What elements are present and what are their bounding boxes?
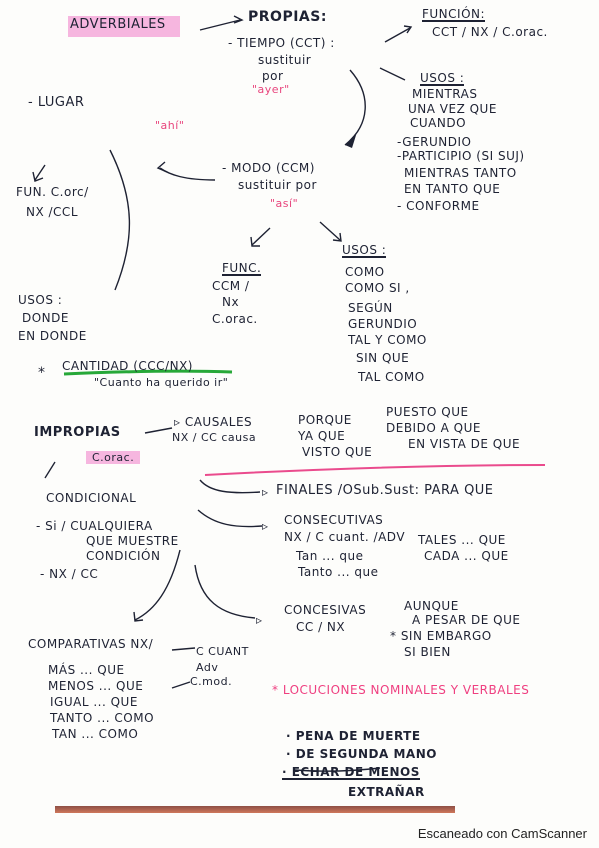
en-tanto-que: EN TANTO QUE xyxy=(404,182,501,196)
locuciones-heading: * LOCUCIONES NOMINALES Y VERBALES xyxy=(272,683,530,697)
usos-modo-3: SEGÚN xyxy=(348,301,393,315)
lugar-label: - LUGAR xyxy=(28,95,85,110)
usos-modo-6: SIN QUE xyxy=(356,351,410,365)
func-modo-1: CCM / xyxy=(212,279,250,293)
usos-lugar-2: EN DONDE xyxy=(18,329,87,343)
causales-word-6: EN VISTA DE QUE xyxy=(408,437,521,451)
scanner-watermark: Escaneado con CamScanner xyxy=(417,826,587,841)
ayer-example: "ayer" xyxy=(252,83,290,96)
concesivas-function: CC / NX xyxy=(296,620,346,634)
corac-highlight: C.orac. xyxy=(86,451,141,464)
heading-propias: PROPIAS: xyxy=(248,9,327,25)
participio: -PARTICIPIO (SI SUJ) xyxy=(397,149,525,163)
funcion-label: FUNCIÓN: xyxy=(422,7,486,22)
locucion-2: · DE SEGUNDA MANO xyxy=(286,747,437,761)
causales-word-3: VISTO QUE xyxy=(302,445,373,459)
concesivas-word-1: AUNQUE xyxy=(404,599,459,613)
consecutivas-label: CONSECUTIVAS xyxy=(284,513,384,527)
causales-label: ▹ CAUSALES xyxy=(174,415,253,429)
ahi-example: "ahí" xyxy=(155,119,185,132)
sustituir-tiempo: sustituir xyxy=(258,53,312,67)
asi-example: "así" xyxy=(270,197,299,210)
comparativas-word-5: TAN ... COMO xyxy=(52,727,139,741)
usos-lugar-1: DONDE xyxy=(22,311,69,325)
mientras-tanto: MIENTRAS TANTO xyxy=(404,166,517,180)
comparativas-word-3: IGUAL ... QUE xyxy=(50,695,138,709)
fun-lugar-2: NX /CCL xyxy=(26,205,78,219)
condicional-item-2: QUE MUESTRE xyxy=(86,534,179,548)
concesivas-word-2: A PESAR DE QUE xyxy=(412,613,521,627)
concesivas-word-3: * SIN EMBARGO xyxy=(390,629,492,643)
modo-label: - MODO (CCM) xyxy=(222,161,315,175)
comparativas-fn-1: C CUANT xyxy=(196,645,249,658)
condicional-label: CONDICIONAL xyxy=(46,491,137,505)
condicional-item-1: - Si / CUALQUIERA xyxy=(36,519,153,533)
usos-tiempo-3: CUANDO xyxy=(410,116,467,130)
locucion-3: · ECHAR DE MENOS xyxy=(282,765,420,780)
usos-modo-7: TAL COMO xyxy=(358,370,425,384)
consecutivas-arrow: ▹ xyxy=(262,519,269,533)
comparativas-label: COMPARATIVAS NX/ xyxy=(28,637,154,651)
causales-function: NX / CC causa xyxy=(172,431,257,444)
locucion-1: · PENA DE MUERTE xyxy=(286,729,421,743)
comparativas-word-1: MÁS ... QUE xyxy=(48,663,125,677)
sustituir-modo: sustituir por xyxy=(238,178,317,192)
cantidad-label: CANTIDAD (CCC/NX) xyxy=(62,359,193,373)
comparativas-word-2: MENOS ... QUE xyxy=(48,679,144,693)
consecutivas-ex-3: TALES ... QUE xyxy=(418,533,506,547)
usos-tiempo-title: USOS : xyxy=(420,71,465,86)
consecutivas-ex-4: CADA ... QUE xyxy=(424,549,509,563)
usos-modo-4: GERUNDIO xyxy=(348,317,418,331)
finales-arrow: ▹ xyxy=(262,485,269,499)
heading-impropias: IMPROPIAS xyxy=(34,425,121,440)
causales-word-2: YA QUE xyxy=(298,429,346,443)
causales-word-1: PORQUE xyxy=(298,413,352,427)
cantidad-example: "Cuanto ha querido ir" xyxy=(94,376,229,389)
usos-modo-5: TAL Y COMO xyxy=(348,333,427,347)
usos-modo-title: USOS : xyxy=(342,243,387,258)
comparativas-word-4: TANTO ... COMO xyxy=(50,711,155,725)
condicional-item-3: CONDICIÓN xyxy=(86,549,161,563)
concesivas-label: CONCESIVAS xyxy=(284,603,367,617)
usos-tiempo-2: UNA VEZ QUE xyxy=(408,102,497,116)
consecutivas-function: NX / C cuant. /ADV xyxy=(284,530,406,544)
cantidad-star: * xyxy=(38,365,46,381)
concesivas-word-4: SI BIEN xyxy=(404,645,451,659)
comparativas-fn-2: Adv xyxy=(196,661,219,674)
usos-tiempo-1: MIENTRAS xyxy=(412,87,478,101)
funcion-values: CCT / NX / C.orac. xyxy=(432,25,548,39)
consecutivas-ex-2: Tanto ... que xyxy=(298,565,379,579)
fun-lugar-1: FUN. C.orc/ xyxy=(16,185,89,199)
conforme: - CONFORME xyxy=(397,199,480,213)
func-modo-title: FUNC. xyxy=(222,261,262,276)
consecutivas-ex-1: Tan ... que xyxy=(296,549,364,563)
usos-lugar-title: USOS : xyxy=(18,293,63,307)
causales-word-4: PUESTO QUE xyxy=(386,405,469,419)
comparativas-fn-3: C.mod. xyxy=(190,675,233,688)
concesivas-arrow: ▹ xyxy=(256,613,263,627)
finales-label: FINALES /OSub.Sust: PARA QUE xyxy=(276,483,494,498)
gerundio: -GERUNDIO xyxy=(397,135,472,149)
causales-word-5: DEBIDO A QUE xyxy=(386,421,481,435)
heading-adverbiales: ADVERBIALES xyxy=(68,16,180,37)
condicional-function: - NX / CC xyxy=(40,567,99,581)
scan-edge-band xyxy=(55,806,455,813)
usos-modo-1: COMO xyxy=(345,265,385,279)
usos-modo-2: COMO SI , xyxy=(345,281,410,295)
locucion-4: EXTRAÑAR xyxy=(348,785,425,799)
func-modo-3: C.orac. xyxy=(212,312,258,326)
por-tiempo: por xyxy=(262,69,284,83)
tiempo-label: - TIEMPO (CCT) : xyxy=(228,36,335,50)
func-modo-2: Nx xyxy=(222,295,240,309)
